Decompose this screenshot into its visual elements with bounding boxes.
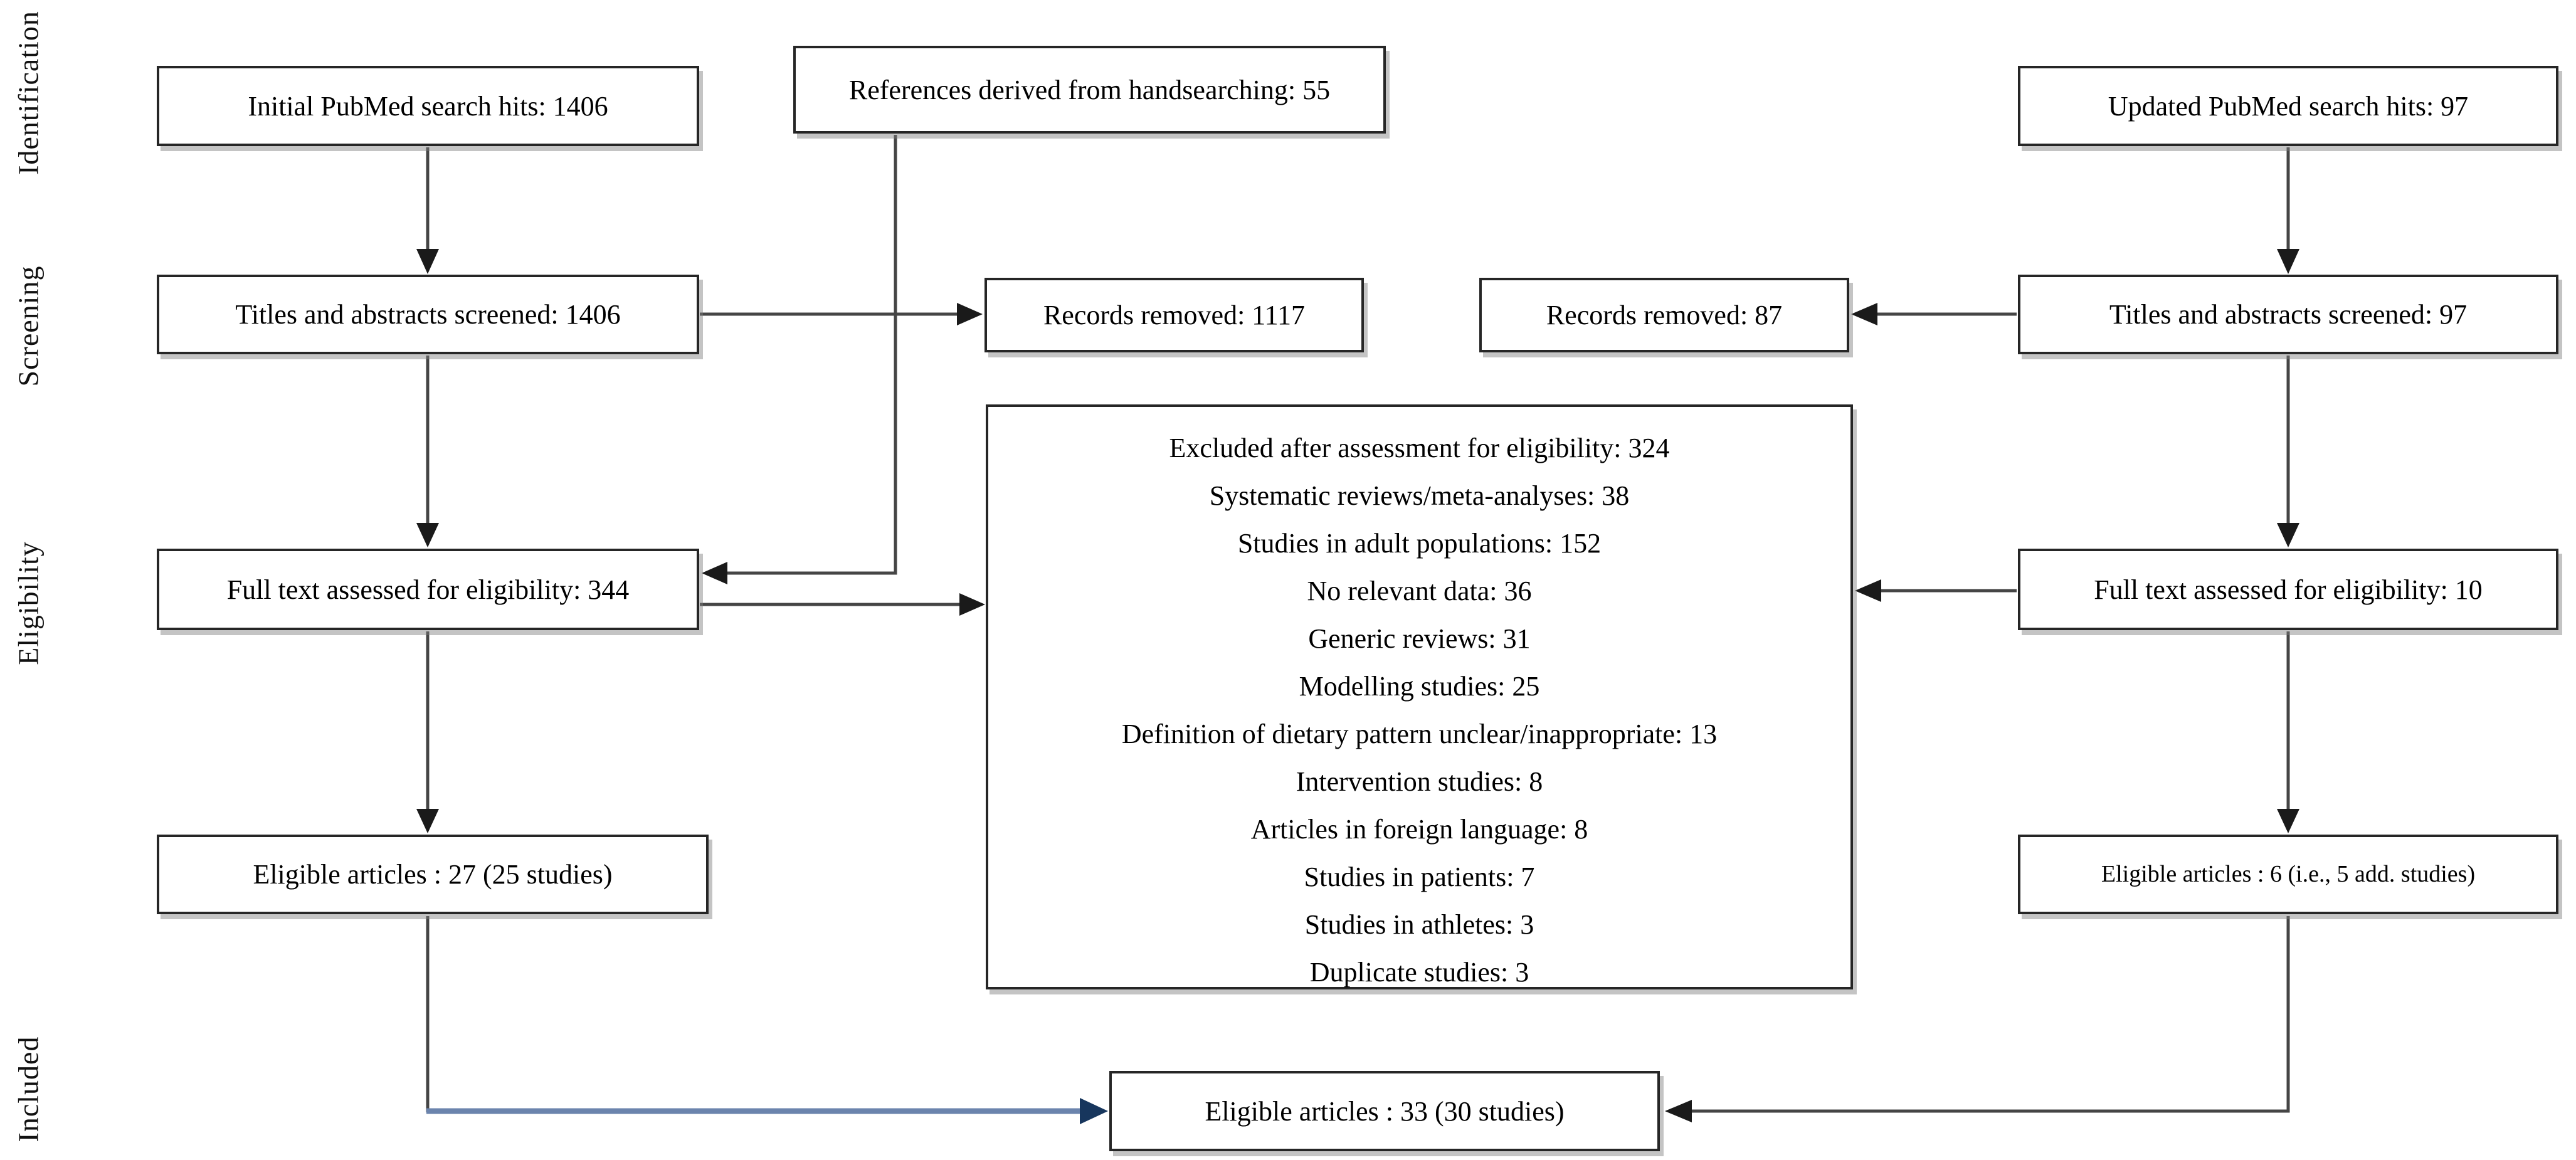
box-handsearching-references: References derived from handsearching: 5… (793, 46, 1386, 134)
excluded-reason: Duplicate studies: 3 (1309, 957, 1529, 988)
box-records-removed-updated-label: Records removed: 87 (1546, 300, 1783, 330)
arrow-screened-to-removed-initial-arrowhead (957, 303, 983, 325)
excluded-title: Excluded after assessment for eligibilit… (1169, 433, 1670, 463)
arrow-screened-to-fulltext-updated-arrowhead (2277, 523, 2299, 547)
box-fulltext-assessed-updated-label: Full text assessed for eligibility: 10 (2094, 574, 2483, 605)
box-titles-screened-updated: Titles and abstracts screened: 97 (2018, 275, 2558, 354)
box-initial-pubmed-search: Initial PubMed search hits: 1406 (157, 66, 699, 146)
excluded-reason: Modelling studies: 25 (1299, 671, 1540, 702)
excluded-reason: Intervention studies: 8 (1296, 766, 1543, 797)
eligible-updated-connector-line (1691, 916, 2290, 1113)
box-records-removed-updated: Records removed: 87 (1479, 278, 1849, 352)
excluded-reason: Systematic reviews/meta-analyses: 38 (1209, 480, 1630, 511)
box-eligible-articles-initial: Eligible articles : 27 (25 studies) (157, 835, 709, 914)
box-eligible-articles-updated: Eligible articles : 6 (i.e., 5 add. stud… (2018, 835, 2558, 914)
box-records-removed-initial-label: Records removed: 1117 (1043, 300, 1306, 330)
eligible-initial-connector-navy-arrowhead (1080, 1098, 1108, 1124)
excluded-reason: Generic reviews: 31 (1308, 623, 1531, 654)
box-eligible-articles-total: Eligible articles : 33 (30 studies) (1109, 1071, 1660, 1151)
box-eligible-articles-initial-label: Eligible articles : 27 (25 studies) (253, 859, 613, 890)
arrow-fulltext-to-eligible-initial-arrowhead (416, 809, 439, 833)
eligible-updated-connector-arrowhead (1665, 1100, 1692, 1122)
stage-label-included: Included (12, 1036, 45, 1142)
box-fulltext-assessed-initial: Full text assessed for eligibility: 344 (157, 549, 699, 630)
box-titles-screened-initial-label: Titles and abstracts screened: 1406 (235, 299, 621, 330)
box-eligible-articles-total-label: Eligible articles : 33 (30 studies) (1205, 1095, 1565, 1127)
excluded-reason: No relevant data: 36 (1307, 576, 1532, 606)
excluded-reason: Studies in patients: 7 (1304, 862, 1535, 892)
arrow-fulltext-to-eligible-updated-arrowhead (2277, 809, 2299, 833)
box-eligible-articles-updated-label: Eligible articles : 6 (i.e., 5 add. stud… (2101, 860, 2476, 887)
handsearch-connector-line (727, 135, 897, 575)
arrow-screened-to-removed-updated-arrowhead (1851, 303, 1877, 325)
box-excluded-after-assessment: Excluded after assessment for eligibilit… (986, 404, 1853, 989)
box-updated-pubmed-search-label: Updated PubMed search hits: 97 (2108, 90, 2469, 122)
arrow-screened-to-fulltext-initial-arrowhead (416, 523, 439, 547)
stage-label-screening: Screening (12, 265, 45, 387)
arrow-updated-to-screened-arrowhead (2277, 249, 2299, 274)
box-fulltext-assessed-updated: Full text assessed for eligibility: 10 (2018, 549, 2558, 630)
excluded-reason: Studies in adult populations: 152 (1237, 528, 1602, 559)
stage-label-eligibility: Eligibility (12, 541, 45, 665)
box-titles-screened-updated-label: Titles and abstracts screened: 97 (2109, 299, 2468, 330)
arrow-fulltext-updated-to-excluded-arrowhead (1855, 579, 1881, 602)
box-updated-pubmed-search: Updated PubMed search hits: 97 (2018, 66, 2558, 146)
stage-label-identification: Identification (12, 11, 45, 175)
excluded-reason: Definition of dietary pattern unclear/in… (1121, 719, 1718, 749)
box-records-removed-initial: Records removed: 1117 (984, 278, 1364, 352)
box-titles-screened-initial: Titles and abstracts screened: 1406 (157, 275, 699, 354)
handsearch-connector-arrowhead (702, 562, 727, 584)
box-initial-pubmed-search-label: Initial PubMed search hits: 1406 (248, 90, 608, 122)
arrow-initial-to-screened-arrowhead (416, 249, 439, 274)
box-handsearching-references-label: References derived from handsearching: 5… (848, 74, 1331, 105)
excluded-reason: Articles in foreign language: 8 (1250, 814, 1588, 845)
arrow-fulltext-initial-to-excluded-arrowhead (959, 593, 985, 616)
box-fulltext-assessed-initial-label: Full text assessed for eligibility: 344 (226, 574, 630, 605)
excluded-reason: Studies in athletes: 3 (1304, 909, 1534, 940)
